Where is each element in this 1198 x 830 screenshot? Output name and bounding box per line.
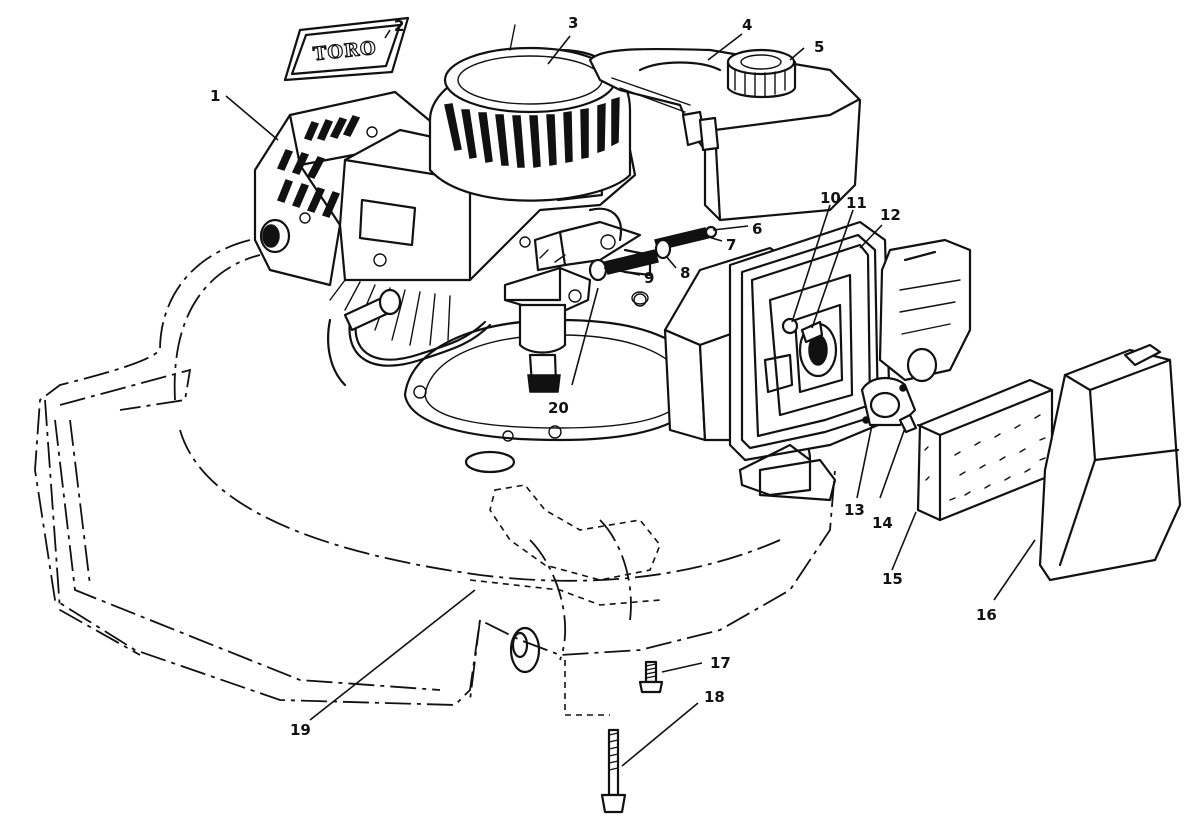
callout-19: 19 [290, 721, 311, 739]
starter-ribs [444, 96, 620, 168]
fuel-tank [588, 47, 862, 222]
callout-3: 3 [568, 14, 578, 32]
callout-labels: 1 2 3 4 5 6 7 8 9 10 11 12 13 14 15 16 1… [210, 14, 997, 739]
leader-lines [225, 29, 1036, 767]
engine-label-plate [358, 198, 417, 247]
callout-16: 16 [976, 606, 997, 624]
callout-18: 18 [704, 688, 725, 706]
cable-washer-8 [654, 238, 672, 260]
deck-plug [464, 450, 516, 474]
callout-4: 4 [742, 16, 752, 34]
callout-8: 8 [680, 264, 690, 282]
callout-10: 10 [820, 189, 841, 207]
callout-15: 15 [882, 570, 903, 588]
callout-13: 13 [844, 501, 865, 519]
bolt-17 [638, 660, 664, 694]
callout-2: 2 [394, 17, 404, 35]
screw-14 [898, 413, 918, 434]
wheel-bracket-hole [509, 626, 541, 674]
spark-plug-wire [343, 288, 492, 367]
callout-11: 11 [846, 194, 867, 212]
callout-7: 7 [726, 236, 736, 254]
air-cleaner-body [663, 220, 892, 497]
callout-1: 1 [210, 87, 220, 105]
toro-decal: TORO [283, 16, 410, 82]
shroud-vents [276, 115, 361, 218]
cable-hardware [588, 225, 718, 282]
cable-end-6 [704, 225, 718, 239]
callout-9: 9 [644, 269, 654, 287]
air-cleaner-cover [1038, 343, 1182, 582]
fuel-bowl [518, 303, 567, 354]
foam-element [916, 378, 1054, 522]
fuel-cap [726, 48, 797, 99]
air-cleaner-screw-10 [781, 317, 799, 335]
recoil-starter [428, 24, 632, 202]
callout-20: 20 [548, 399, 569, 417]
callout-5: 5 [814, 38, 824, 56]
callout-6: 6 [752, 220, 762, 238]
carburetor [503, 207, 652, 393]
bolt-18 [564, 660, 627, 814]
callout-14: 14 [872, 514, 893, 532]
rear-baffle [878, 238, 972, 383]
callout-17: 17 [710, 654, 731, 672]
callout-12: 12 [880, 206, 901, 224]
